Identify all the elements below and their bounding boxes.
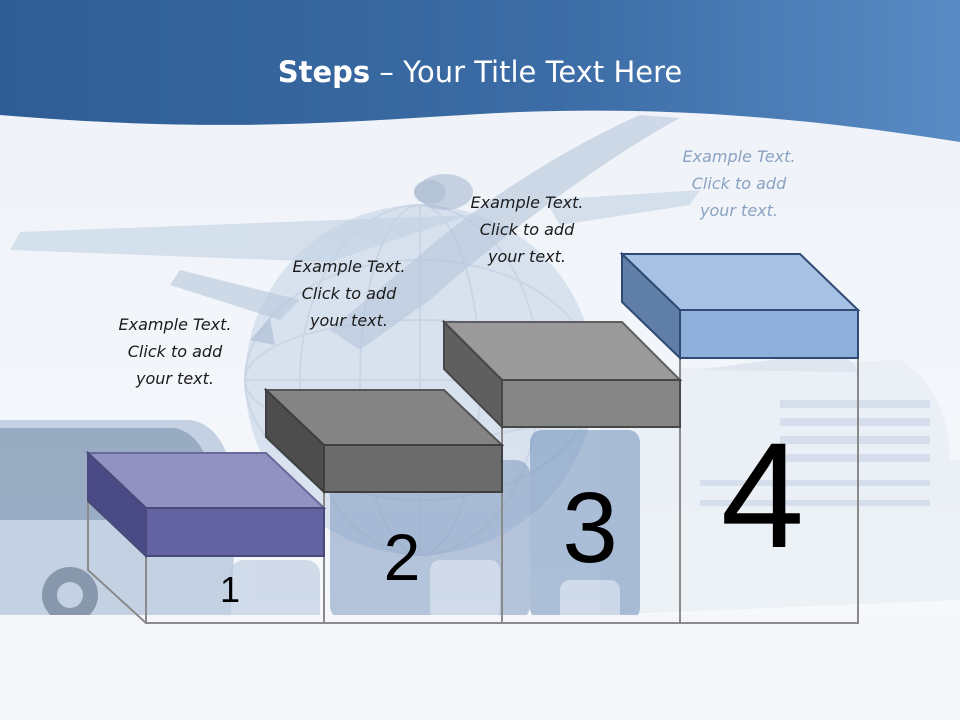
title-bold: Steps (277, 55, 371, 89)
step-4-caption[interactable]: Example Text. Click to add your text. (682, 147, 796, 220)
step-2-number: 2 (383, 520, 421, 594)
step-3-block (441, 319, 683, 430)
step-4-number: 4 (720, 411, 805, 579)
step-1-number: 1 (219, 569, 241, 610)
cruise-ship-image (600, 350, 960, 615)
title-rest: – Your Title Text Here (370, 55, 683, 89)
slide-title[interactable]: Steps – Your Title Text Here (0, 55, 960, 89)
airplane-image (10, 115, 700, 350)
step-1-caption[interactable]: Example Text. Click to add your text. (118, 315, 232, 388)
step-3-caption[interactable]: Example Text. Click to add your text. (470, 193, 584, 266)
step-2-block (263, 387, 505, 495)
step-3-number: 3 (562, 472, 618, 584)
step-2-caption[interactable]: Example Text. Click to add your text. (292, 257, 406, 330)
step-1-block (85, 450, 327, 559)
step-4-block (619, 251, 861, 361)
